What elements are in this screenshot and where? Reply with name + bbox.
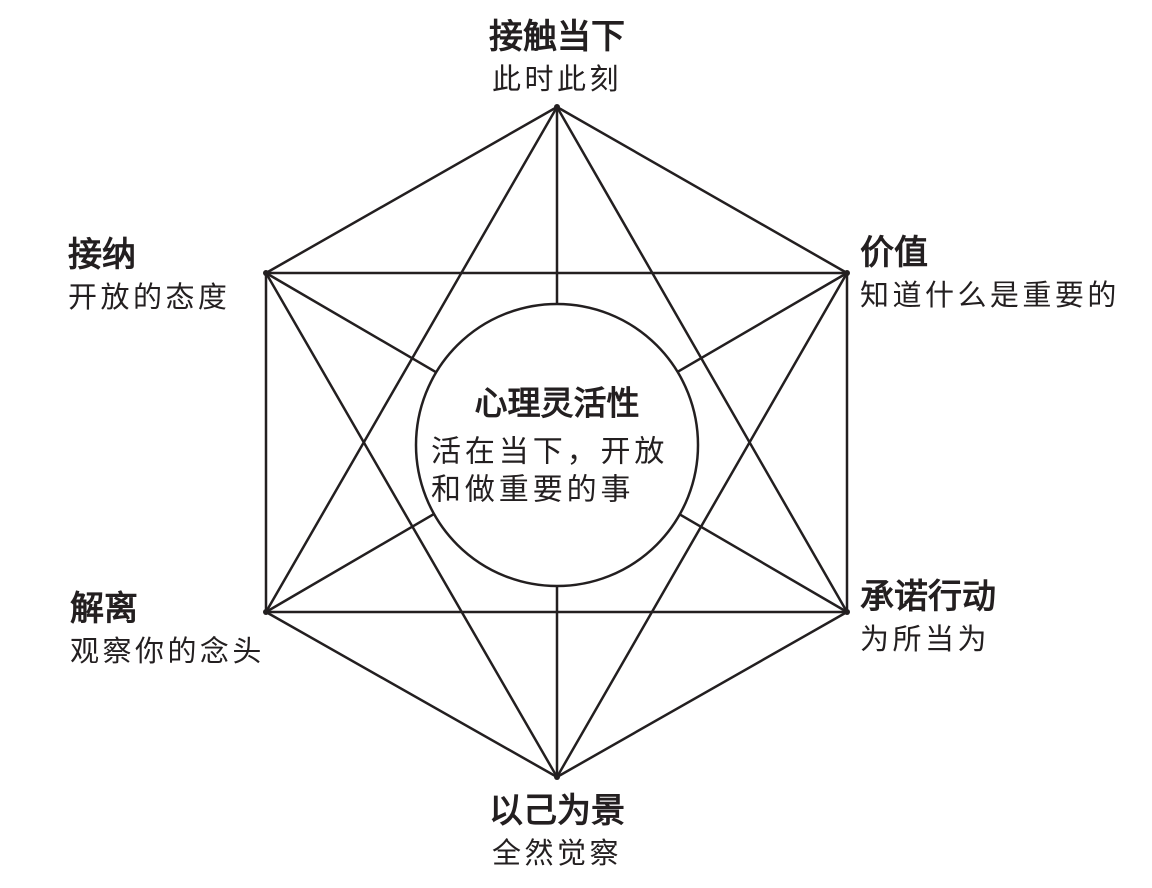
node-subtitle: 知道什么是重要的 <box>860 279 1120 312</box>
node-acceptance: 接纳 开放的态度 <box>68 234 230 317</box>
node-title: 解离 <box>70 590 138 628</box>
node-subtitle: 全然觉察 <box>492 837 622 870</box>
node-subtitle: 为所当为 <box>860 623 990 656</box>
node-values: 价值 知道什么是重要的 <box>860 232 1120 315</box>
center-subtitle: 活在当下，开放 和做重要的事 <box>431 433 683 509</box>
node-title: 接触当下 <box>489 18 625 56</box>
node-title: 接纳 <box>68 236 136 274</box>
node-defusion: 解离 观察你的念头 <box>70 588 265 671</box>
node-title: 以己为景 <box>489 792 625 830</box>
node-title: 承诺行动 <box>860 578 996 616</box>
node-subtitle: 开放的态度 <box>68 281 231 314</box>
center-subtitle-line2: 和做重要的事 <box>431 473 635 507</box>
node-committed-action: 承诺行动 为所当为 <box>860 576 996 659</box>
node-contacting-the-present: 接触当下 此时此刻 <box>489 16 625 99</box>
hexagram-vertex-dots <box>263 104 850 780</box>
node-subtitle: 此时此刻 <box>492 63 622 96</box>
node-title: 价值 <box>860 234 928 272</box>
center-subtitle-line1: 活在当下，开放 <box>431 435 669 469</box>
center-circle <box>414 302 700 588</box>
node-self-as-context: 以己为景 全然觉察 <box>489 790 625 873</box>
node-subtitle: 观察你的念头 <box>70 635 265 668</box>
center-title: 心理灵活性 <box>474 384 640 422</box>
center-label: 心理灵活性 活在当下，开放 和做重要的事 <box>431 383 683 510</box>
